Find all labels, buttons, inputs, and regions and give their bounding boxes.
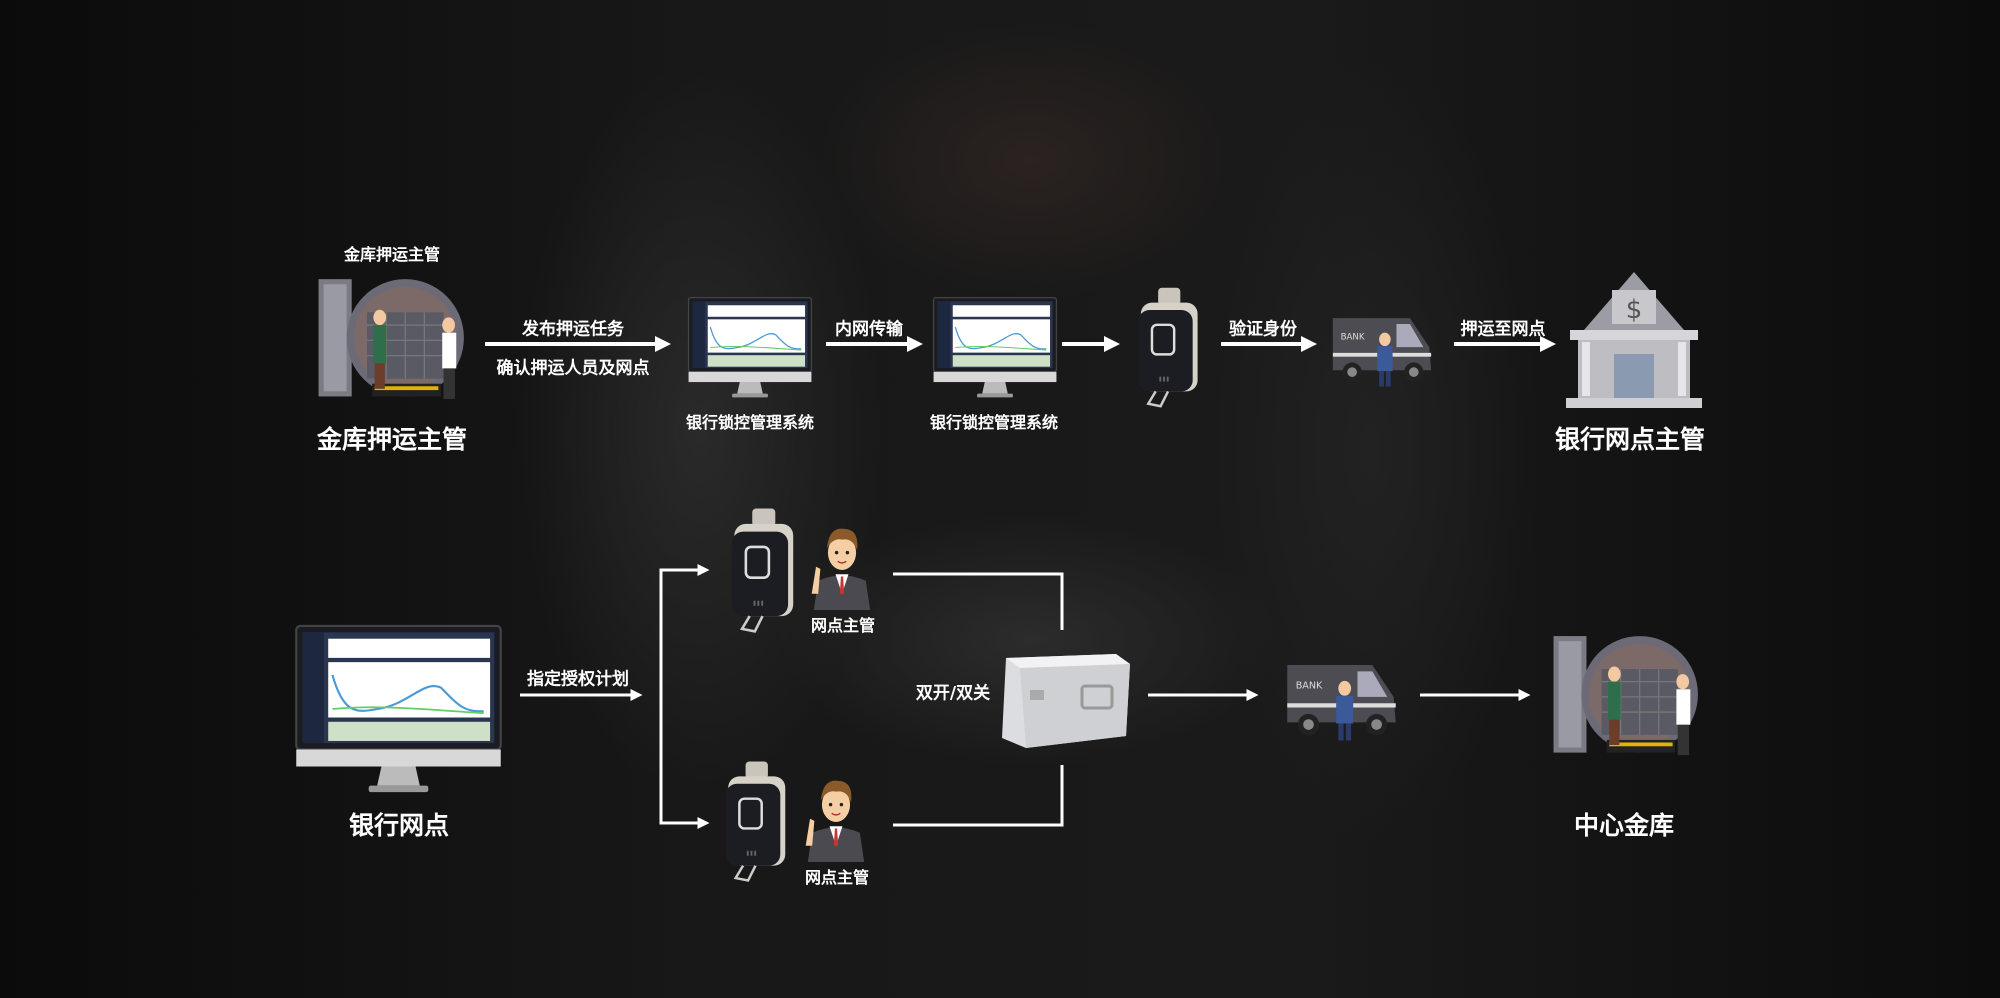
bank-branch-label: 银行网点 [348, 811, 450, 840]
arrow-right-icon [1454, 336, 1556, 352]
armored-van-icon [1329, 309, 1435, 389]
smart-lock-key-icon [1131, 283, 1205, 411]
step-escort-to-branch: 押运至网点 [1460, 319, 1546, 340]
monitor-icon [292, 620, 505, 798]
vault-icon [1551, 631, 1703, 764]
supervisor1-label: 网点主管 [810, 616, 876, 635]
branch-connector [659, 564, 710, 829]
dual-open-close-label: 双开/双关 [915, 683, 991, 704]
system1-label: 银行锁控管理系统 [685, 413, 815, 432]
step-confirm-personnel: 确认押运人员及网点 [496, 358, 650, 379]
system2-label: 银行锁控管理系统 [929, 413, 1059, 432]
bank-building-icon: $ [1566, 272, 1702, 408]
vault-supervisor-label: 金库押运主管 [316, 425, 468, 454]
cash-box-icon [1002, 654, 1130, 748]
bank-supervisor-label: 银行网点主管 [1554, 425, 1706, 454]
smart-lock-key-icon [724, 506, 801, 634]
supervisor2-label: 网点主管 [804, 868, 870, 887]
svg-text:$: $ [1626, 295, 1643, 325]
step-intranet-transfer: 内网传输 [835, 319, 903, 340]
step-verify-identity: 验证身份 [1229, 319, 1297, 340]
vault-icon [316, 274, 469, 408]
monitor-icon [686, 296, 814, 399]
supervisor-avatar-icon [808, 518, 876, 610]
arrow-right-icon [1420, 689, 1531, 701]
step-publish-task: 发布押运任务 [522, 319, 624, 340]
arrow-right-icon [1148, 689, 1259, 701]
arrow-right-icon [1062, 336, 1120, 352]
dual-control-connector [893, 572, 1064, 827]
central-vault-label: 中心金库 [1573, 811, 1675, 840]
arrow-right-icon [520, 689, 643, 701]
arrow-right-icon [485, 336, 671, 352]
monitor-icon [931, 296, 1059, 399]
arrow-right-icon [1221, 336, 1317, 352]
smart-lock-key-icon [717, 759, 794, 883]
step-authorization-plan: 指定授权计划 [527, 669, 629, 690]
vault-caption: 金库押运主管 [343, 245, 441, 264]
supervisor-avatar-icon [802, 770, 870, 862]
arrow-right-icon [826, 336, 923, 352]
armored-van-icon [1283, 656, 1400, 742]
